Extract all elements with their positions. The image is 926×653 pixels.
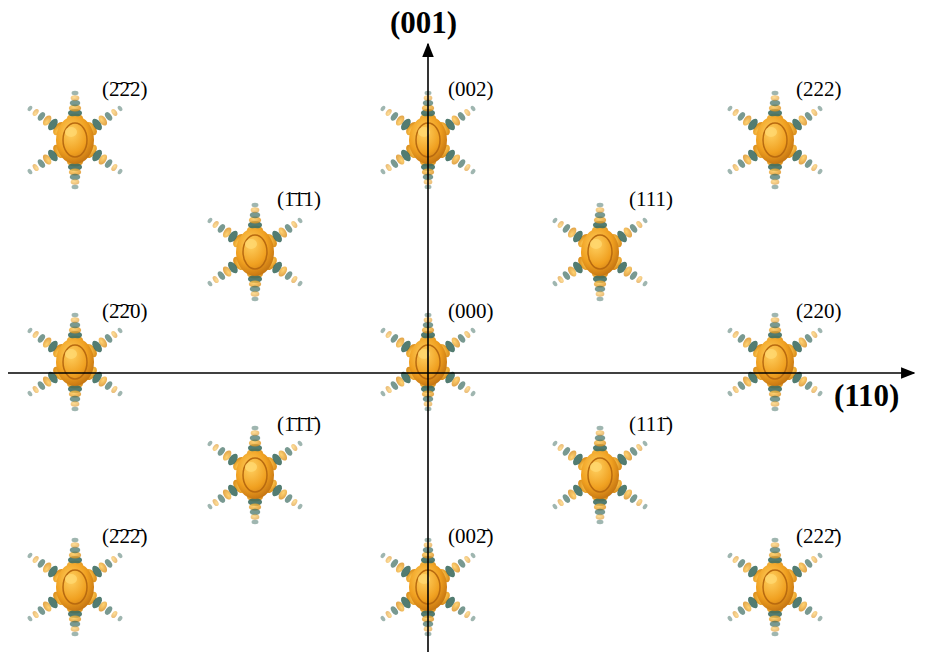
- reciprocal-lattice-spot: [727, 313, 824, 411]
- miller-index: (111): [627, 188, 675, 211]
- axis-label: (110): [832, 379, 901, 413]
- reciprocal-lattice-spot: [27, 91, 124, 189]
- reciprocal-lattice-spot: [552, 203, 649, 301]
- miller-index: (000): [446, 300, 496, 323]
- miller-index: (2̄2̄0): [100, 300, 150, 323]
- reciprocal-lattice-spot: [27, 538, 124, 636]
- reciprocal-lattice-spot: [207, 203, 304, 301]
- axis-110: [8, 372, 914, 374]
- miller-index: (220): [794, 300, 844, 323]
- miller-index: (2̄2̄2̄): [100, 525, 150, 548]
- reciprocal-lattice-spot: [27, 313, 124, 411]
- reciprocal-lattice-spot: [727, 538, 824, 636]
- miller-index: (002): [446, 78, 496, 101]
- miller-index: (1̄1̄1̄): [275, 413, 323, 436]
- miller-index: (222̄): [794, 525, 844, 548]
- miller-index: (2̄2̄2): [100, 78, 150, 101]
- reciprocal-lattice-spot: [207, 426, 304, 524]
- axis-001: [427, 44, 429, 652]
- miller-index: (222): [794, 78, 844, 101]
- miller-index: (1̄1̄1): [275, 188, 323, 211]
- reciprocal-lattice-spot: [552, 426, 649, 524]
- reciprocal-lattice-spot: [727, 91, 824, 189]
- miller-index: (002̄): [446, 525, 496, 548]
- axis-label: (001): [388, 6, 459, 40]
- miller-index: (111̄): [627, 413, 675, 436]
